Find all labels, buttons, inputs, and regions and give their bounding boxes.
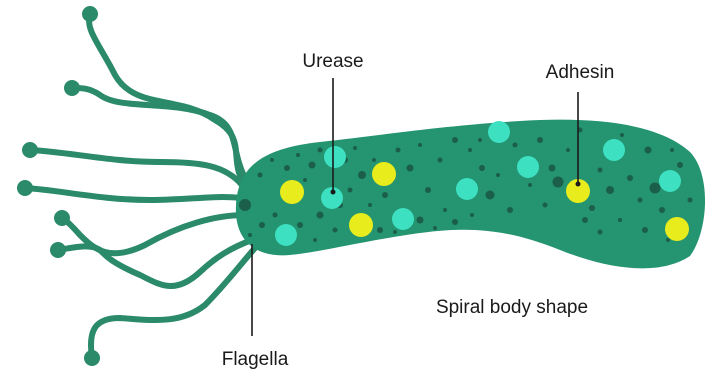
flagella-label: Flagella bbox=[222, 349, 289, 370]
adhesin-pointer-dot bbox=[576, 182, 581, 187]
adhesin-label: Adhesin bbox=[546, 62, 615, 83]
spiral-body-label: Spiral body shape bbox=[436, 297, 588, 318]
urease-pointer-dot bbox=[331, 190, 336, 195]
flagella-knobs bbox=[17, 6, 100, 366]
flagellum-3 bbox=[30, 150, 242, 185]
flagella-group bbox=[25, 14, 255, 358]
urease-label: Urease bbox=[302, 51, 363, 72]
flagellum-4 bbox=[25, 188, 240, 200]
flagellum-6 bbox=[58, 240, 252, 286]
